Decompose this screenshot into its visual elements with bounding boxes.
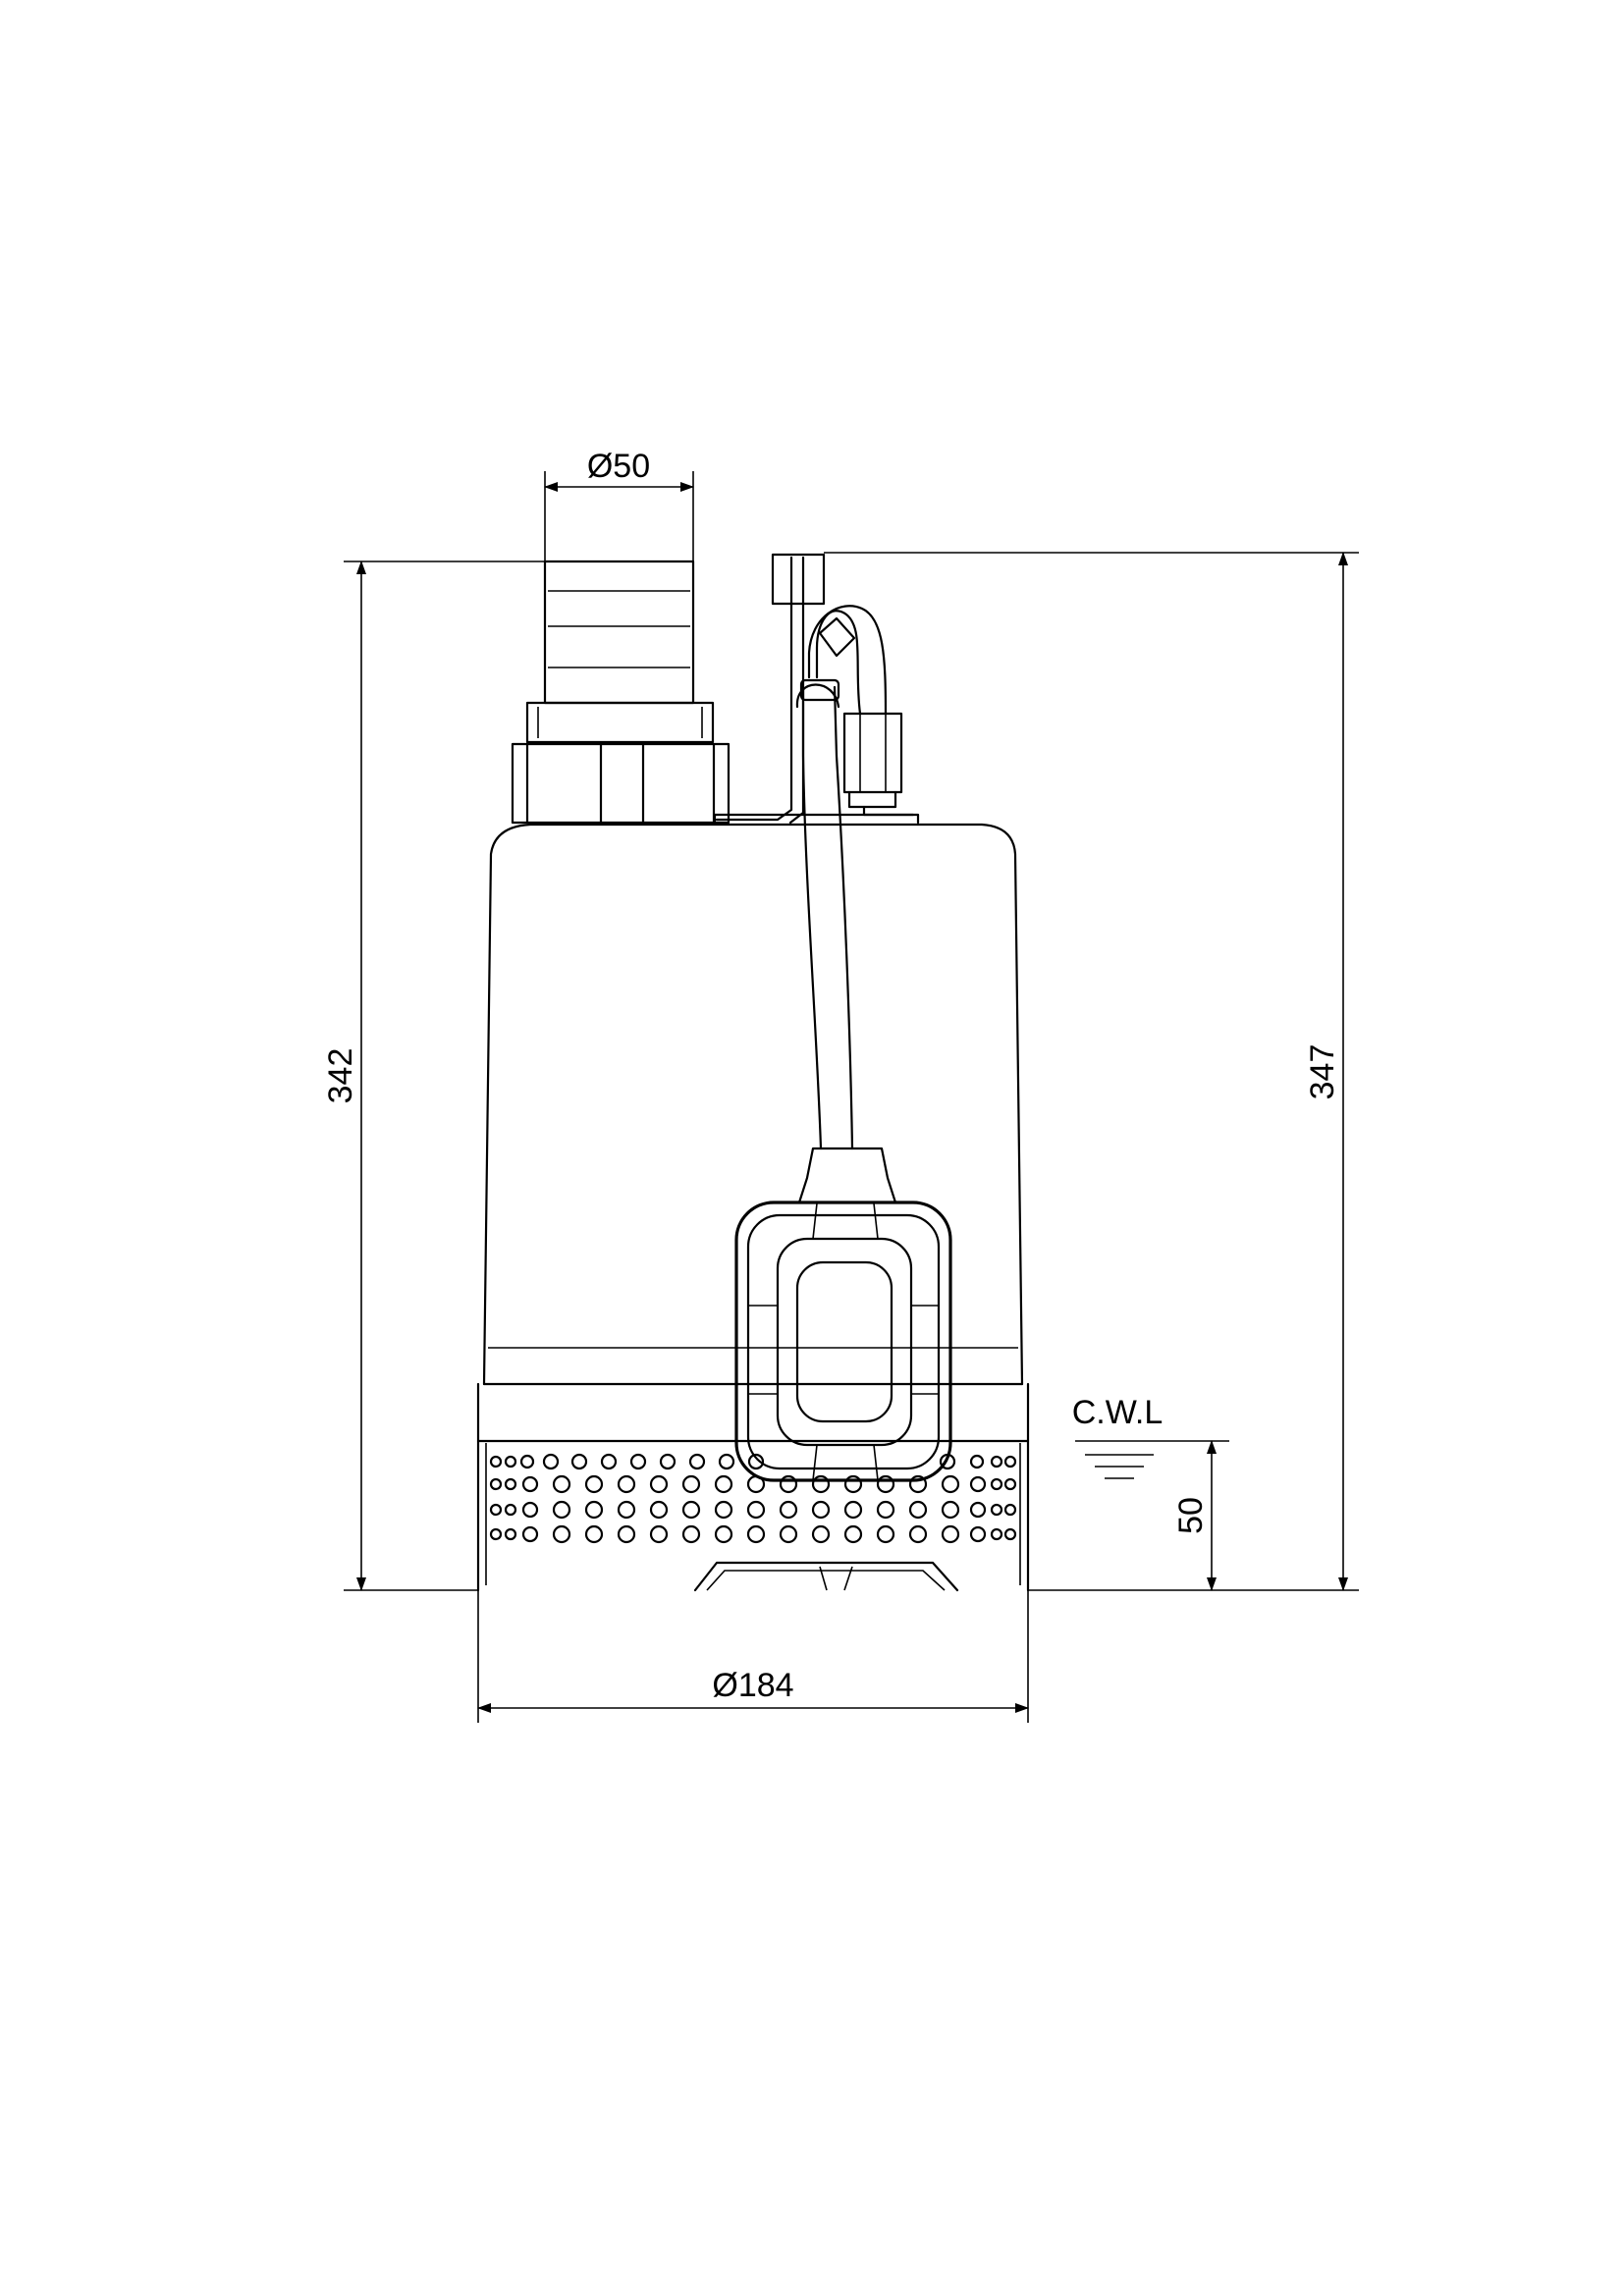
outlet-diameter-label: Ø50 xyxy=(587,448,650,485)
dimension-outlet-diameter: Ø50 xyxy=(544,448,694,561)
dimension-height-left: 342 xyxy=(322,561,545,1591)
strainer-holes xyxy=(489,1453,1017,1544)
cwl-label: C.W.L xyxy=(1072,1394,1164,1431)
cwl-height-label: 50 xyxy=(1172,1497,1210,1534)
dimension-cwl: C.W.L 50 xyxy=(1072,1394,1229,1591)
float-switch xyxy=(715,553,952,1482)
height-right-label: 347 xyxy=(1304,1044,1341,1100)
dimension-height-right: 347 xyxy=(824,552,1359,1591)
pump-outline xyxy=(476,560,1030,1592)
base-diameter-label: Ø184 xyxy=(712,1667,793,1704)
dimension-base-diameter: Ø184 xyxy=(477,1590,1029,1723)
height-left-label: 342 xyxy=(322,1048,359,1104)
